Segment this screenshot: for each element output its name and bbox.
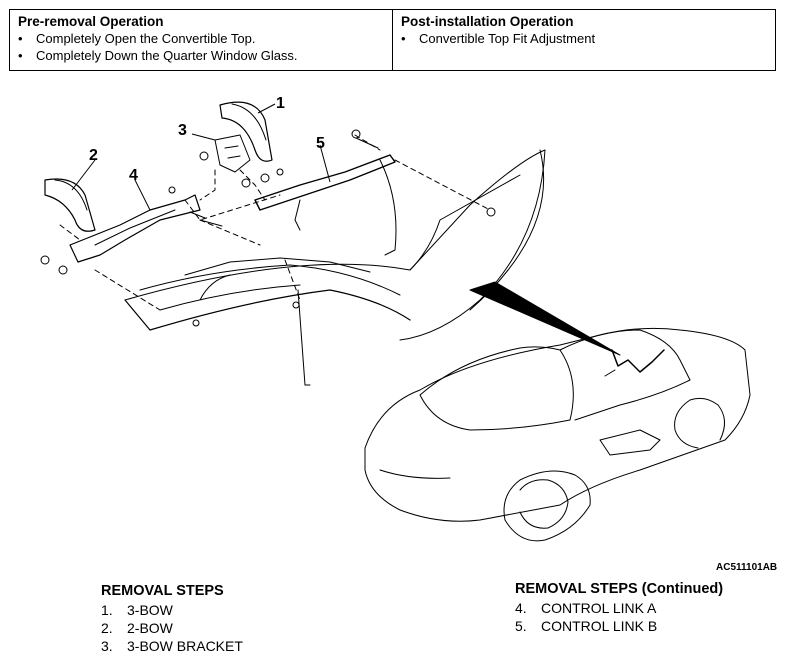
pre-removal-title: Pre-removal Operation bbox=[18, 14, 164, 29]
pre-removal-section: Pre-removal Operation • Completely Open … bbox=[10, 10, 393, 70]
callout-1: 1 bbox=[276, 95, 285, 112]
step-label: CONTROL LINK B bbox=[541, 618, 658, 634]
control-link-a bbox=[69, 194, 201, 263]
frame-rail bbox=[124, 289, 411, 331]
bullet: • bbox=[401, 31, 406, 46]
car-outline bbox=[364, 327, 751, 542]
callout-2: 2 bbox=[89, 147, 98, 164]
step-number: 1. bbox=[101, 602, 113, 618]
post-installation-title: Post-installation Operation bbox=[401, 14, 574, 29]
operations-table: Pre-removal Operation • Completely Open … bbox=[9, 9, 776, 71]
pre-removal-item: • Completely Down the Quarter Window Gla… bbox=[18, 47, 384, 64]
callout-5: 5 bbox=[316, 135, 325, 152]
three-bow bbox=[219, 101, 273, 162]
removal-step: 4. CONTROL LINK A bbox=[515, 599, 723, 617]
post-installation-item: • Convertible Top Fit Adjustment bbox=[401, 30, 767, 47]
removal-step: 1. 3-BOW bbox=[101, 601, 243, 619]
removal-steps-continued: REMOVAL STEPS (Continued) 4. CONTROL LIN… bbox=[515, 580, 723, 635]
pre-removal-item-text: Completely Open the Convertible Top. bbox=[36, 31, 256, 46]
windshield-frame bbox=[409, 174, 521, 271]
convertible-top-exploded-diagram: 1 3 2 4 5 bbox=[40, 95, 751, 542]
body-panel-outline bbox=[124, 149, 546, 341]
bullet: • bbox=[18, 48, 23, 63]
step-label: 3-BOW BRACKET bbox=[127, 638, 243, 654]
step-label: 3-BOW bbox=[127, 602, 173, 618]
removal-steps-continued-title: REMOVAL STEPS (Continued) bbox=[515, 581, 724, 597]
pre-removal-item: • Completely Open the Convertible Top. bbox=[18, 30, 384, 47]
two-bow bbox=[44, 178, 96, 232]
pre-removal-item-text: Completely Down the Quarter Window Glass… bbox=[36, 48, 298, 63]
step-number: 3. bbox=[101, 638, 113, 654]
removal-steps: REMOVAL STEPS 1. 3-BOW 2. 2-BOW 3. 3-BOW… bbox=[101, 582, 243, 655]
figure-code: AC511101AB bbox=[716, 562, 778, 573]
step-number: 5. bbox=[515, 618, 527, 634]
removal-steps-title: REMOVAL STEPS bbox=[101, 583, 224, 599]
bullet: • bbox=[18, 31, 23, 46]
removal-step: 2. 2-BOW bbox=[101, 619, 243, 637]
step-label: 2-BOW bbox=[127, 620, 173, 636]
removal-step: 3. 3-BOW BRACKET bbox=[101, 637, 243, 655]
step-number: 4. bbox=[515, 600, 527, 616]
post-installation-item-text: Convertible Top Fit Adjustment bbox=[419, 31, 596, 46]
three-bow-bracket bbox=[214, 134, 251, 173]
removal-step: 5. CONTROL LINK B bbox=[515, 617, 723, 635]
callout-4: 4 bbox=[129, 167, 138, 184]
step-number: 2. bbox=[101, 620, 113, 636]
step-label: CONTROL LINK A bbox=[541, 600, 657, 616]
control-link-b bbox=[254, 154, 396, 211]
fastener-bolts bbox=[40, 129, 496, 327]
callout-3: 3 bbox=[178, 122, 187, 139]
post-installation-section: Post-installation Operation • Convertibl… bbox=[393, 10, 775, 70]
detail-pointer bbox=[469, 281, 621, 356]
